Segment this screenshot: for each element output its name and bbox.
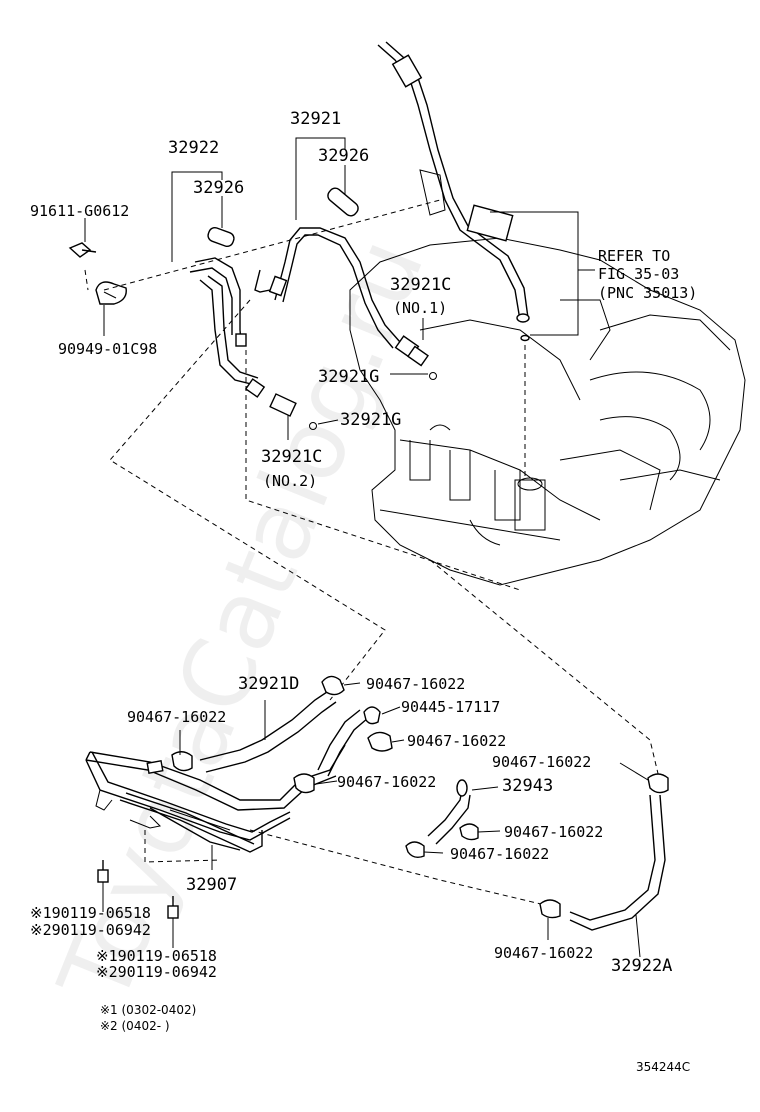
note-2: ※2 (0402- )	[100, 1019, 170, 1033]
label-no2: (NO.2)	[263, 472, 317, 490]
hose-32921d	[199, 689, 337, 773]
cooler-tube-32907	[85, 744, 346, 853]
label-32926-a: 32926	[318, 146, 369, 166]
leader-lines-upper	[84, 137, 428, 440]
bolt-90119-b	[167, 896, 179, 948]
diagram-id: 354244C	[636, 1060, 690, 1074]
label-no1: (NO.1)	[393, 299, 447, 317]
dashed-lines	[84, 199, 661, 906]
transmission-assembly	[349, 237, 746, 586]
bolt-90119-a	[97, 860, 109, 912]
o-ring-32921g-2	[309, 422, 317, 430]
label-32921g-1: 32921G	[318, 367, 379, 387]
refer-line2: FIG 35-03	[598, 265, 679, 283]
hose-32922a	[569, 794, 666, 931]
bolt-91611	[68, 242, 97, 258]
label-32921g-2: 32921G	[340, 410, 401, 430]
refer-line1: REFER TO	[598, 247, 670, 265]
label-90949-01c98: 90949-01C98	[58, 340, 157, 358]
pipe-32921	[254, 227, 401, 349]
leader-lines-lower	[179, 682, 649, 958]
note-1: ※1 (0302-0402)	[100, 1003, 196, 1017]
label-90445-17117: 90445-17117	[401, 698, 500, 716]
label-90467-right: 90467-16022	[492, 753, 591, 771]
label-bolt-a2: ※290119-06942	[30, 921, 151, 939]
clamp-90467-set	[171, 675, 669, 919]
label-bolt-b2: ※290119-06942	[96, 963, 217, 981]
label-32921c-no2: 32921C	[261, 447, 322, 467]
label-90467-f: 90467-16022	[494, 944, 593, 962]
connector-32921c-no1	[394, 335, 429, 367]
label-91611-g0612: 91611-G0612	[30, 202, 129, 220]
label-32921d: 32921D	[238, 674, 299, 694]
label-32922: 32922	[168, 138, 219, 158]
label-bolt-a1: ※190119-06518	[30, 904, 151, 922]
refer-bracket	[490, 211, 595, 336]
label-90467-left: 90467-16022	[127, 708, 226, 726]
connector-32921c-no2	[244, 378, 297, 417]
pipe-32922	[189, 257, 259, 386]
label-90467-b: 90467-16022	[407, 732, 506, 750]
label-90467-d: 90467-16022	[504, 823, 603, 841]
label-32922a: 32922A	[611, 956, 672, 976]
dipstick-tube	[377, 41, 530, 342]
label-90467-c: 90467-16022	[337, 773, 436, 791]
o-ring-32921g-1	[429, 372, 437, 380]
label-32907: 32907	[186, 875, 237, 895]
label-32921c-no1: 32921C	[390, 275, 451, 295]
hose-32926-b	[327, 187, 359, 217]
hose-90445	[317, 709, 369, 777]
labels: 32921 32926 32922 32926 91611-G0612 9094…	[30, 109, 697, 1074]
label-90467-a: 90467-16022	[366, 675, 465, 693]
label-32921: 32921	[290, 109, 341, 129]
hose-32926-a	[207, 226, 235, 248]
label-bolt-b1: ※190119-06518	[96, 947, 217, 965]
refer-line3: (PNC 35013)	[598, 284, 697, 302]
clamp-90949	[95, 281, 127, 305]
label-90467-e: 90467-16022	[450, 845, 549, 863]
label-32943: 32943	[502, 776, 553, 796]
label-32926-b: 32926	[193, 178, 244, 198]
